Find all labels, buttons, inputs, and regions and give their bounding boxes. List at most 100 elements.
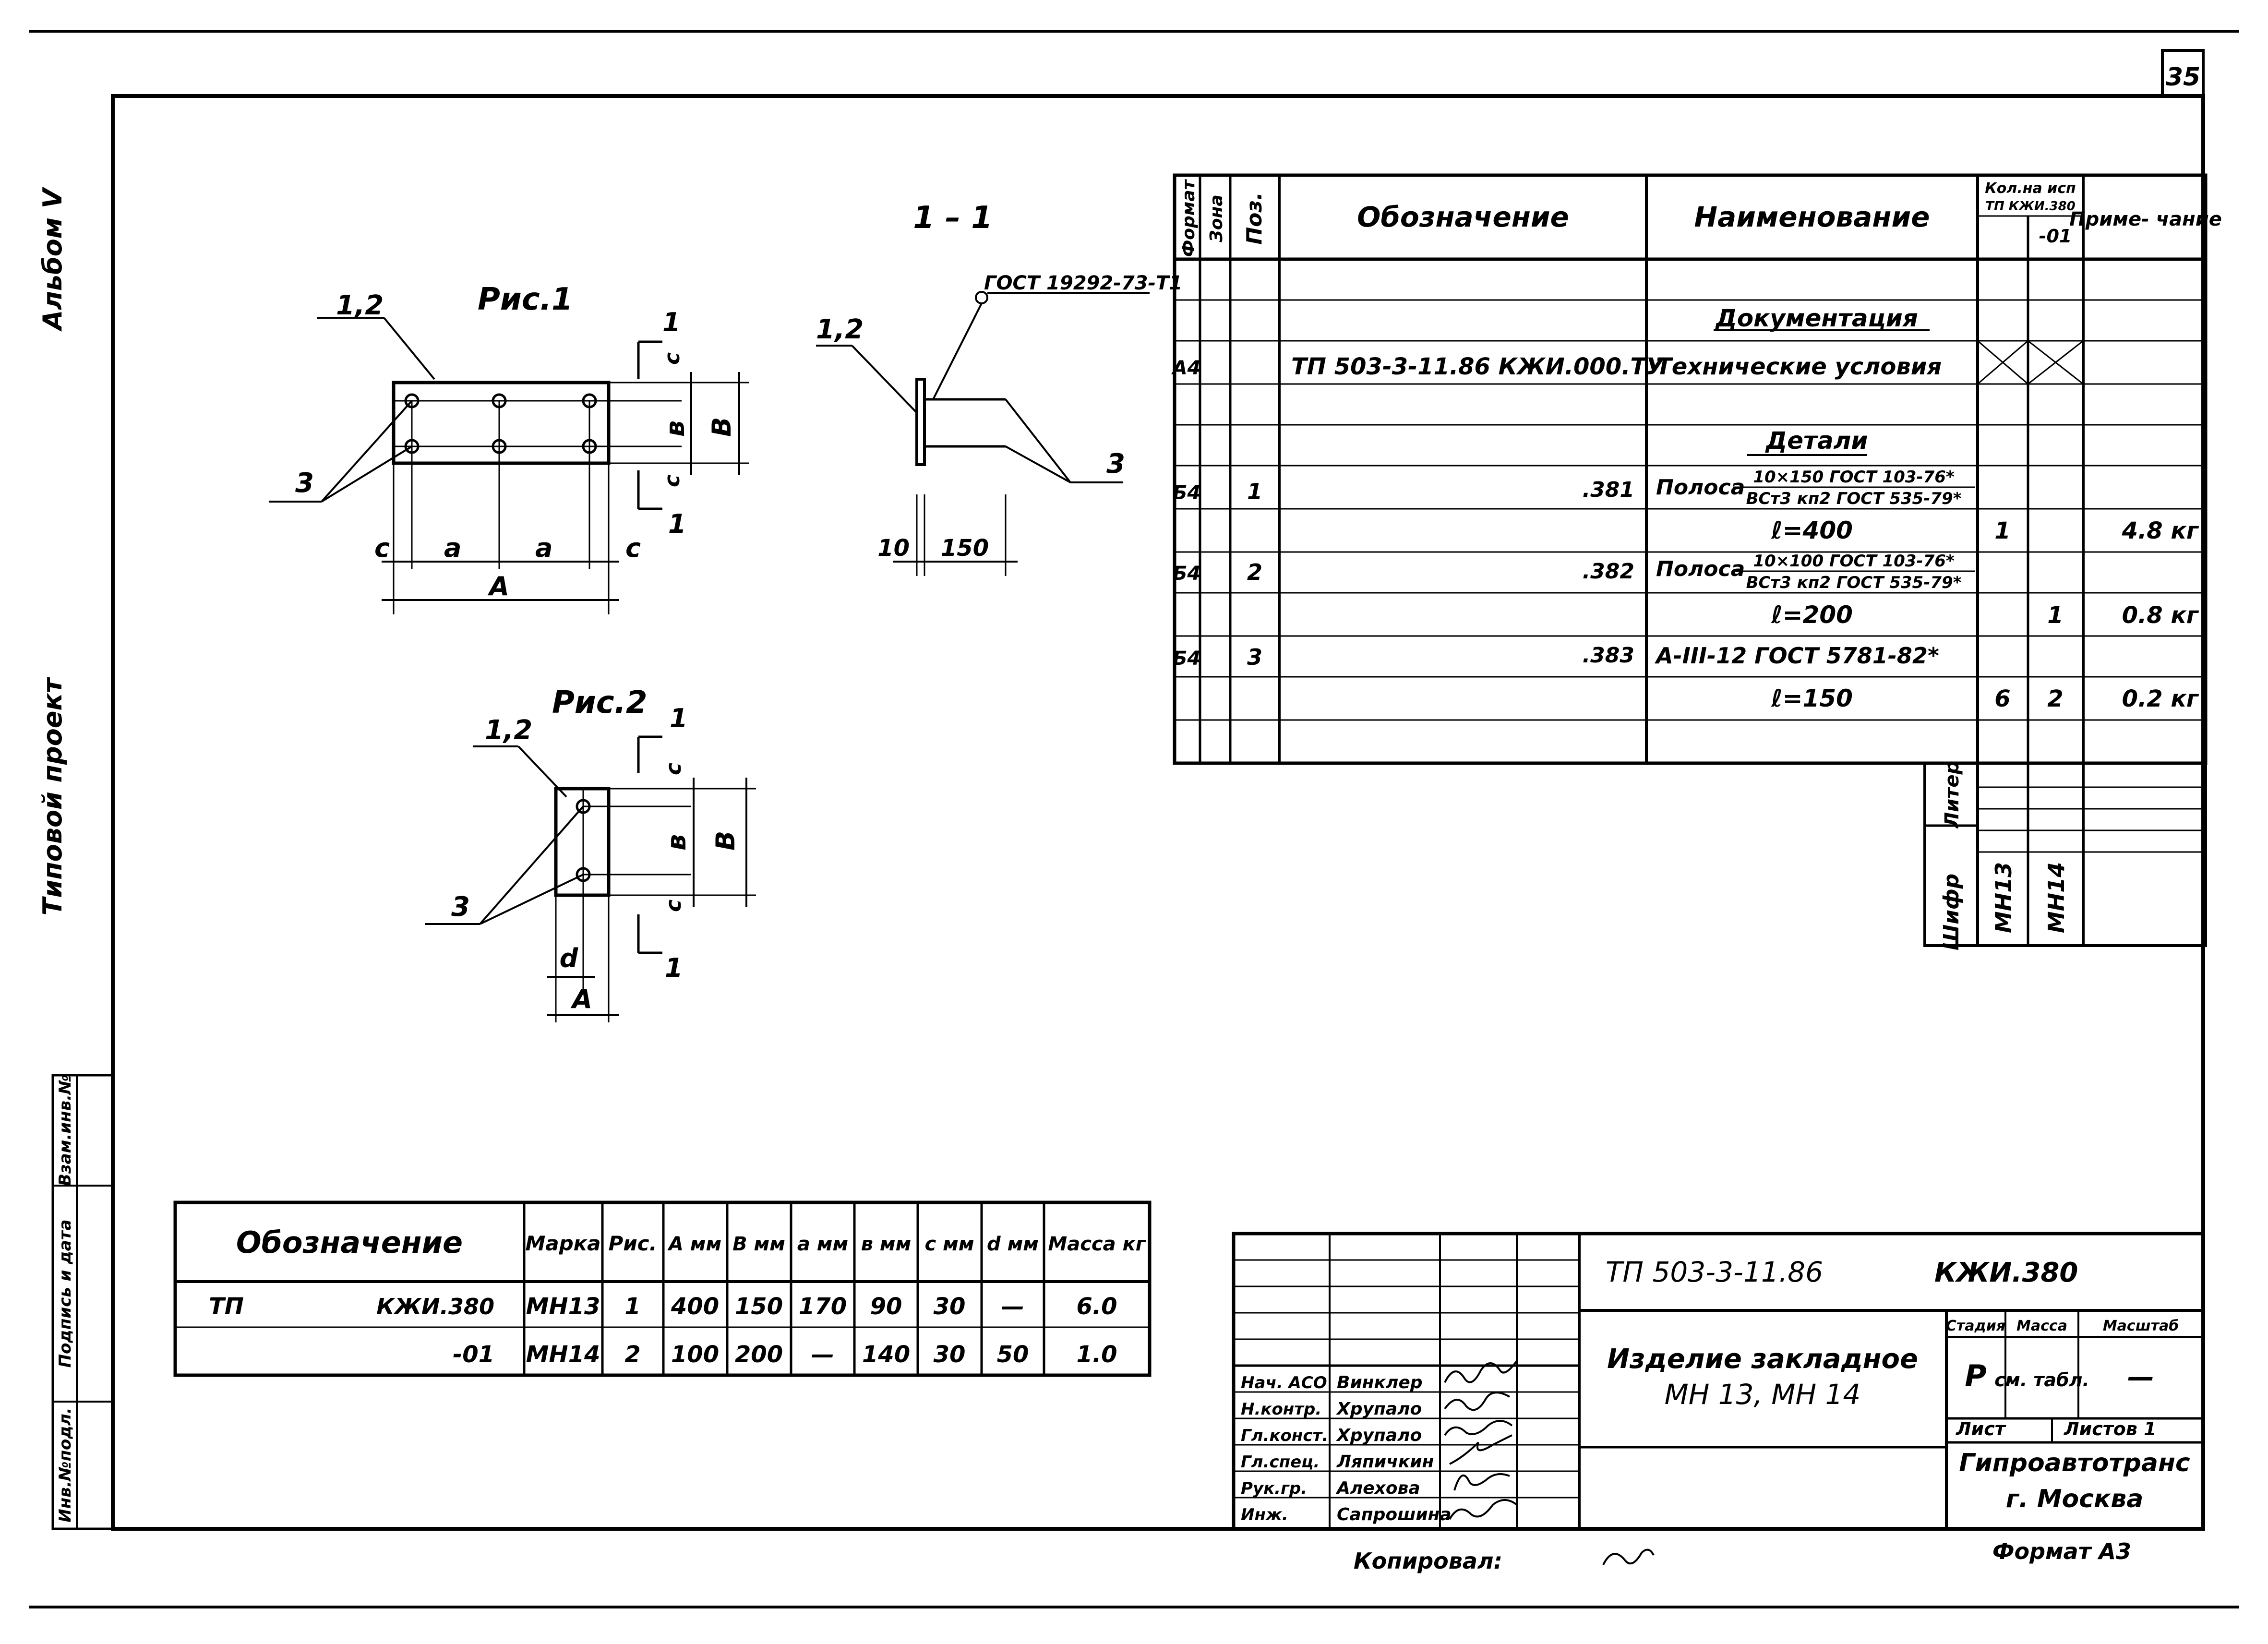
- spec-header-qty-sub: ТП КЖИ.380: [1985, 199, 2076, 214]
- fig1-dim-a: a: [444, 533, 461, 563]
- side-stamp-sign: Подпись и дата: [56, 1220, 75, 1368]
- spec-header-designation: Обозначение: [1357, 201, 1569, 233]
- spec-row-designation: .381: [1582, 478, 1634, 502]
- dims-cell-B: 200: [735, 1341, 783, 1368]
- dims-header-mark: Марка: [525, 1232, 600, 1255]
- dims-cell-d: —: [1001, 1293, 1024, 1320]
- fig2-plate: [554, 787, 611, 897]
- section-1-1: 1 – 1 ГОСТ 19292-73-Т1 1,2 3 10 150: [816, 200, 1182, 576]
- spec-header-zone: Зона: [1207, 194, 1226, 242]
- dims-cell-A: 400: [671, 1293, 719, 1320]
- spec-row-name-bottom: ВСт3 кп2 ГОСТ 535-79*: [1746, 489, 1962, 508]
- dims-header-fig: Рис.: [608, 1232, 657, 1255]
- person-role: Нач. АСО: [1241, 1373, 1327, 1392]
- dims-header-B: В мм: [732, 1233, 785, 1255]
- person-name: Алехова: [1335, 1478, 1420, 1498]
- drawing-frame: [111, 94, 2205, 1531]
- fig2-dim-c-side: c: [661, 900, 686, 912]
- fig2-title: Рис.2: [552, 685, 648, 720]
- side-stamp-replace: Взам.инв.№: [56, 1075, 75, 1186]
- spec-row-format: А4: [1171, 357, 1201, 379]
- dims-cell-des-right: -01: [453, 1341, 494, 1368]
- dims-cell-des-right: КЖИ.380: [376, 1294, 494, 1320]
- section-pos12: 1,2: [816, 314, 864, 345]
- spec-row-name: Полоса: [1656, 475, 1745, 500]
- dims-header-d: d мм: [987, 1233, 1039, 1255]
- dims-cell-a: —: [811, 1341, 834, 1368]
- person-name: Хрупало: [1336, 1399, 1422, 1419]
- section-dim-150: 150: [941, 535, 989, 562]
- person-role: Гл.спец.: [1241, 1452, 1320, 1472]
- title-code: ТП 503-3-11.86: [1606, 1256, 1823, 1288]
- fig1-sec-bot: 1: [668, 509, 686, 539]
- fig1-title: Рис.1: [478, 282, 573, 317]
- title-stage-label: Стадия: [1946, 1318, 2005, 1334]
- section-dim-10: 10: [877, 535, 910, 562]
- letter-label: Литер: [1941, 761, 1963, 828]
- signature-icon: [1453, 1473, 1510, 1491]
- spec-header-qty: Кол.на исп: [1985, 180, 2076, 197]
- title-organization: Гипроавтотранс: [1959, 1449, 2190, 1477]
- spec-row-name: Технические условия: [1656, 353, 1942, 380]
- dims-cell-fig: 2: [624, 1341, 640, 1368]
- fig1-dim-a: a: [535, 533, 552, 563]
- signature-icon: [1602, 1548, 1655, 1565]
- spec-header-qty-col2: -01: [2039, 226, 2072, 247]
- dims-header-mass: Масса кг: [1048, 1233, 1146, 1255]
- dims-header-c: с мм: [924, 1233, 974, 1255]
- spec-row-qty2: 2: [2047, 685, 2063, 712]
- section-pos3: 3: [1106, 448, 1125, 480]
- dims-cell-d: 50: [997, 1341, 1029, 1368]
- dims-cell-B: 150: [735, 1293, 783, 1320]
- spec-row-format: Б4: [1173, 648, 1200, 670]
- cipher-col1: МН13: [1991, 862, 2016, 933]
- figure-1: Рис.1 1,2 3 1 1 c a a c: [269, 282, 749, 614]
- spec-header-note: Приме- чание: [2069, 208, 2222, 230]
- signature-icon: [1449, 1499, 1518, 1520]
- signature-icon: [1444, 1360, 1518, 1383]
- spec-row-format: Б4: [1173, 563, 1200, 585]
- fig1-dim-B: B: [707, 417, 737, 437]
- spec-row-name: А-III-12 ГОСТ 5781-82*: [1655, 643, 1939, 669]
- signature-icon: [1444, 1392, 1510, 1411]
- spec-row-name: Полоса: [1656, 557, 1745, 581]
- sheet-number: 35: [2166, 63, 2200, 92]
- fig2-sec-bot: 1: [665, 953, 683, 983]
- spec-header-format: Формат: [1179, 179, 1199, 257]
- spec-row-name-top: 10×150 ГОСТ 103-76*: [1753, 468, 1955, 487]
- fig1-dim-c-side: c: [660, 352, 684, 365]
- title-sheets-label: Листов 1: [2064, 1418, 2157, 1440]
- fig2-dim-b: в: [661, 834, 692, 851]
- spec-row-name-top: 10×100 ГОСТ 103-76*: [1753, 552, 1955, 571]
- title-product-name: Изделие закладное: [1607, 1344, 1918, 1375]
- spec-header-pos: Поз.: [1242, 192, 1267, 244]
- fig1-dim-c-side: c: [660, 475, 684, 487]
- spec-row-pos: 1: [1247, 479, 1262, 504]
- signature-icon: [1444, 1420, 1513, 1436]
- dims-cell-A: 100: [671, 1341, 719, 1368]
- figure-2: Рис.2 1,2 3 1 1 d A c c в B: [425, 685, 756, 1022]
- title-city: г. Москва: [2006, 1485, 2144, 1513]
- fig1-dim-A: A: [487, 571, 509, 601]
- copied-label: Копировал:: [1354, 1548, 1502, 1574]
- signatures: [1444, 1360, 1655, 1565]
- spec-row-pos: 3: [1247, 644, 1262, 670]
- person-name: Ляпичкин: [1336, 1452, 1434, 1472]
- spec-row-format: Б4: [1173, 482, 1200, 504]
- fig1-dim-b: в: [660, 420, 690, 437]
- dims-cell-c: 30: [934, 1341, 966, 1368]
- title-stage: Р: [1965, 1358, 1986, 1393]
- dims-header-b: в мм: [861, 1233, 912, 1255]
- person-name: Винклер: [1337, 1373, 1423, 1392]
- dims-cell-mass: 1.0: [1076, 1341, 1117, 1368]
- dims-table: [173, 1200, 1152, 1377]
- title-doc-code: КЖИ.380: [1934, 1257, 2078, 1288]
- dims-cell-b: 90: [870, 1293, 902, 1320]
- fig1-pos12: 1,2: [336, 290, 384, 321]
- title-sheet-label: Лист: [1956, 1418, 2006, 1440]
- spec-row-note: 0.2 кг: [2122, 685, 2199, 712]
- spec-row-note: 0.8 кг: [2122, 602, 2199, 629]
- fig2-pos12: 1,2: [485, 715, 532, 746]
- spec-row-name: ℓ=150: [1771, 684, 1853, 712]
